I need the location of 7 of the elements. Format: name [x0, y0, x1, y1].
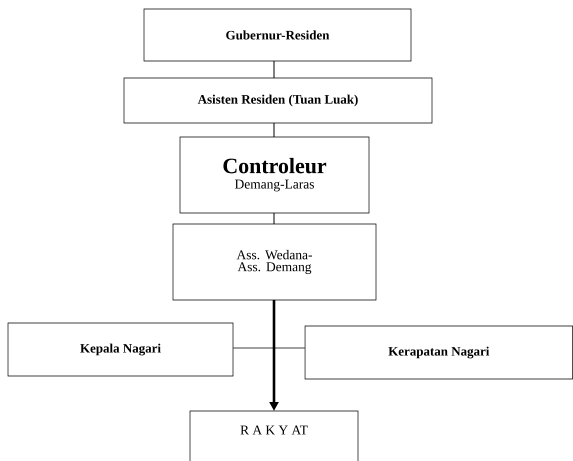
org-box: Controleur Demang-Laras	[180, 136, 370, 214]
org-box: Ass. Wedana- Ass. Demang	[172, 224, 376, 300]
org-box: R A K Y AT	[190, 410, 358, 461]
org-box: Asisten Residen (Tuan Luak)	[124, 78, 432, 124]
org-box: Kerapatan Nagari	[304, 326, 573, 380]
org-box: Kepala Nagari	[8, 322, 234, 376]
org-box: Gubernur-Residen	[144, 8, 412, 62]
